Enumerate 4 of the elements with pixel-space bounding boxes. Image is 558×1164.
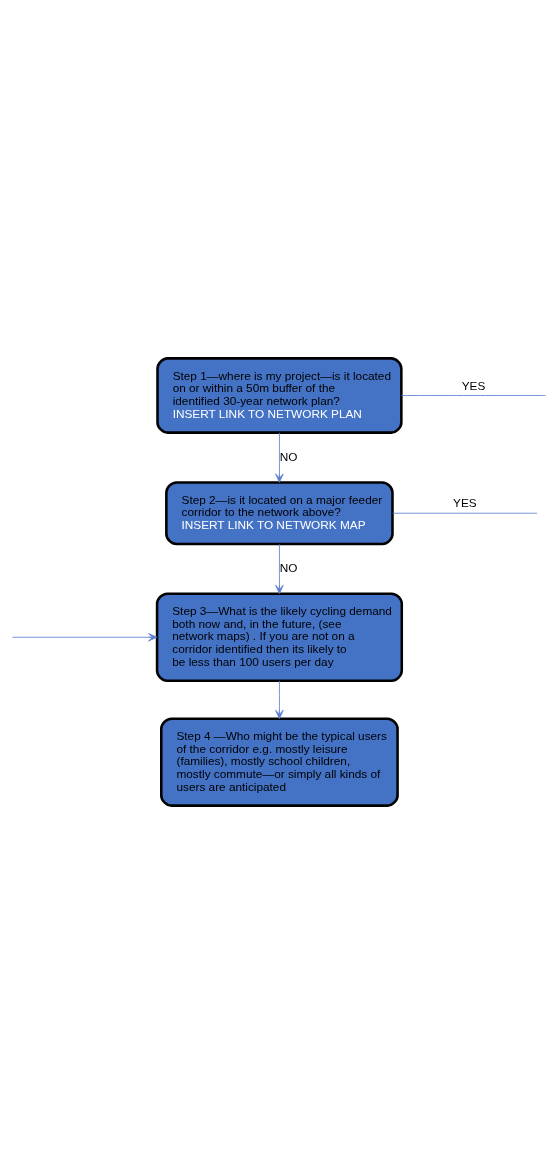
edge-label: YES [453,496,477,511]
edge-label: NO [279,449,298,464]
edge-label: NO [279,561,298,576]
edge-label: YES [461,378,486,393]
